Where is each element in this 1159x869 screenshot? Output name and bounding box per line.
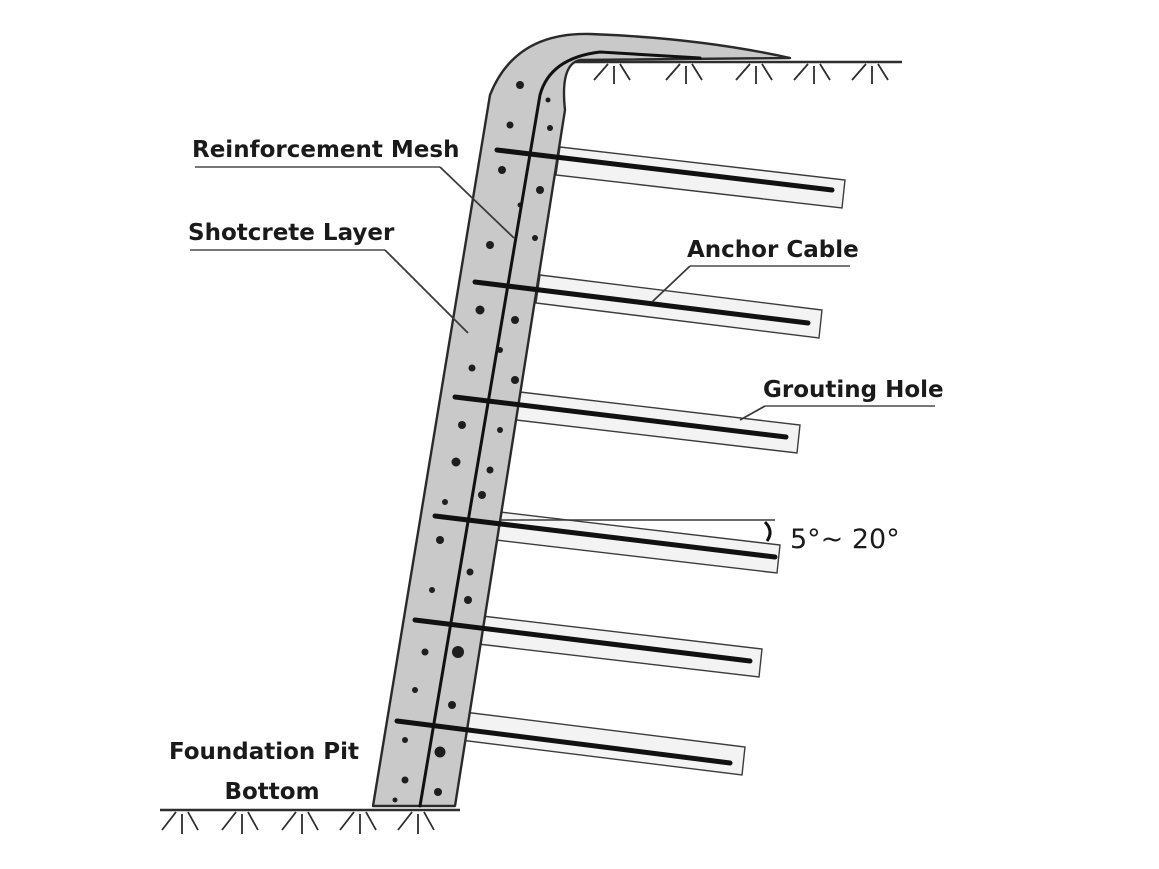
grouting-hole-leader bbox=[739, 405, 766, 421]
anchor-cable-leader bbox=[651, 265, 691, 303]
reinforcement-mesh bbox=[418, 50, 702, 808]
grouting-hole bbox=[459, 711, 746, 776]
anchor-cable bbox=[412, 617, 753, 664]
anchor-cable-label: Anchor Cable bbox=[687, 237, 859, 263]
anchor-cable bbox=[452, 394, 789, 440]
angle-range-label: 5°~ 20° bbox=[790, 524, 900, 555]
grouting-hole bbox=[555, 146, 846, 209]
grouting-hole-label: Grouting Hole bbox=[763, 377, 944, 403]
foundation-pit-label-line2: Bottom bbox=[224, 779, 319, 805]
top-ground-surface bbox=[560, 60, 902, 84]
anchor-cable bbox=[494, 147, 835, 193]
shotcrete-layer-leader bbox=[384, 249, 469, 334]
shotcrete-aggregate bbox=[392, 81, 553, 803]
anchor-cable bbox=[394, 718, 733, 766]
reinforcement-mesh-label: Reinforcement Mesh bbox=[192, 137, 459, 163]
pit-bottom-ground bbox=[160, 808, 460, 834]
anchor-cables bbox=[394, 147, 835, 766]
reinforcement-mesh-leader bbox=[439, 166, 515, 239]
angle-indicator bbox=[500, 519, 775, 542]
foundation-pit-bottom-label: Foundation Pit Bottom bbox=[169, 739, 367, 805]
anchor-cable bbox=[432, 513, 778, 560]
foundation-pit-label-line1: Foundation Pit bbox=[169, 739, 359, 765]
anchor-cable bbox=[472, 279, 811, 326]
shotcrete-layer bbox=[371, 32, 792, 808]
shotcrete-layer-label: Shotcrete Layer bbox=[188, 220, 395, 246]
